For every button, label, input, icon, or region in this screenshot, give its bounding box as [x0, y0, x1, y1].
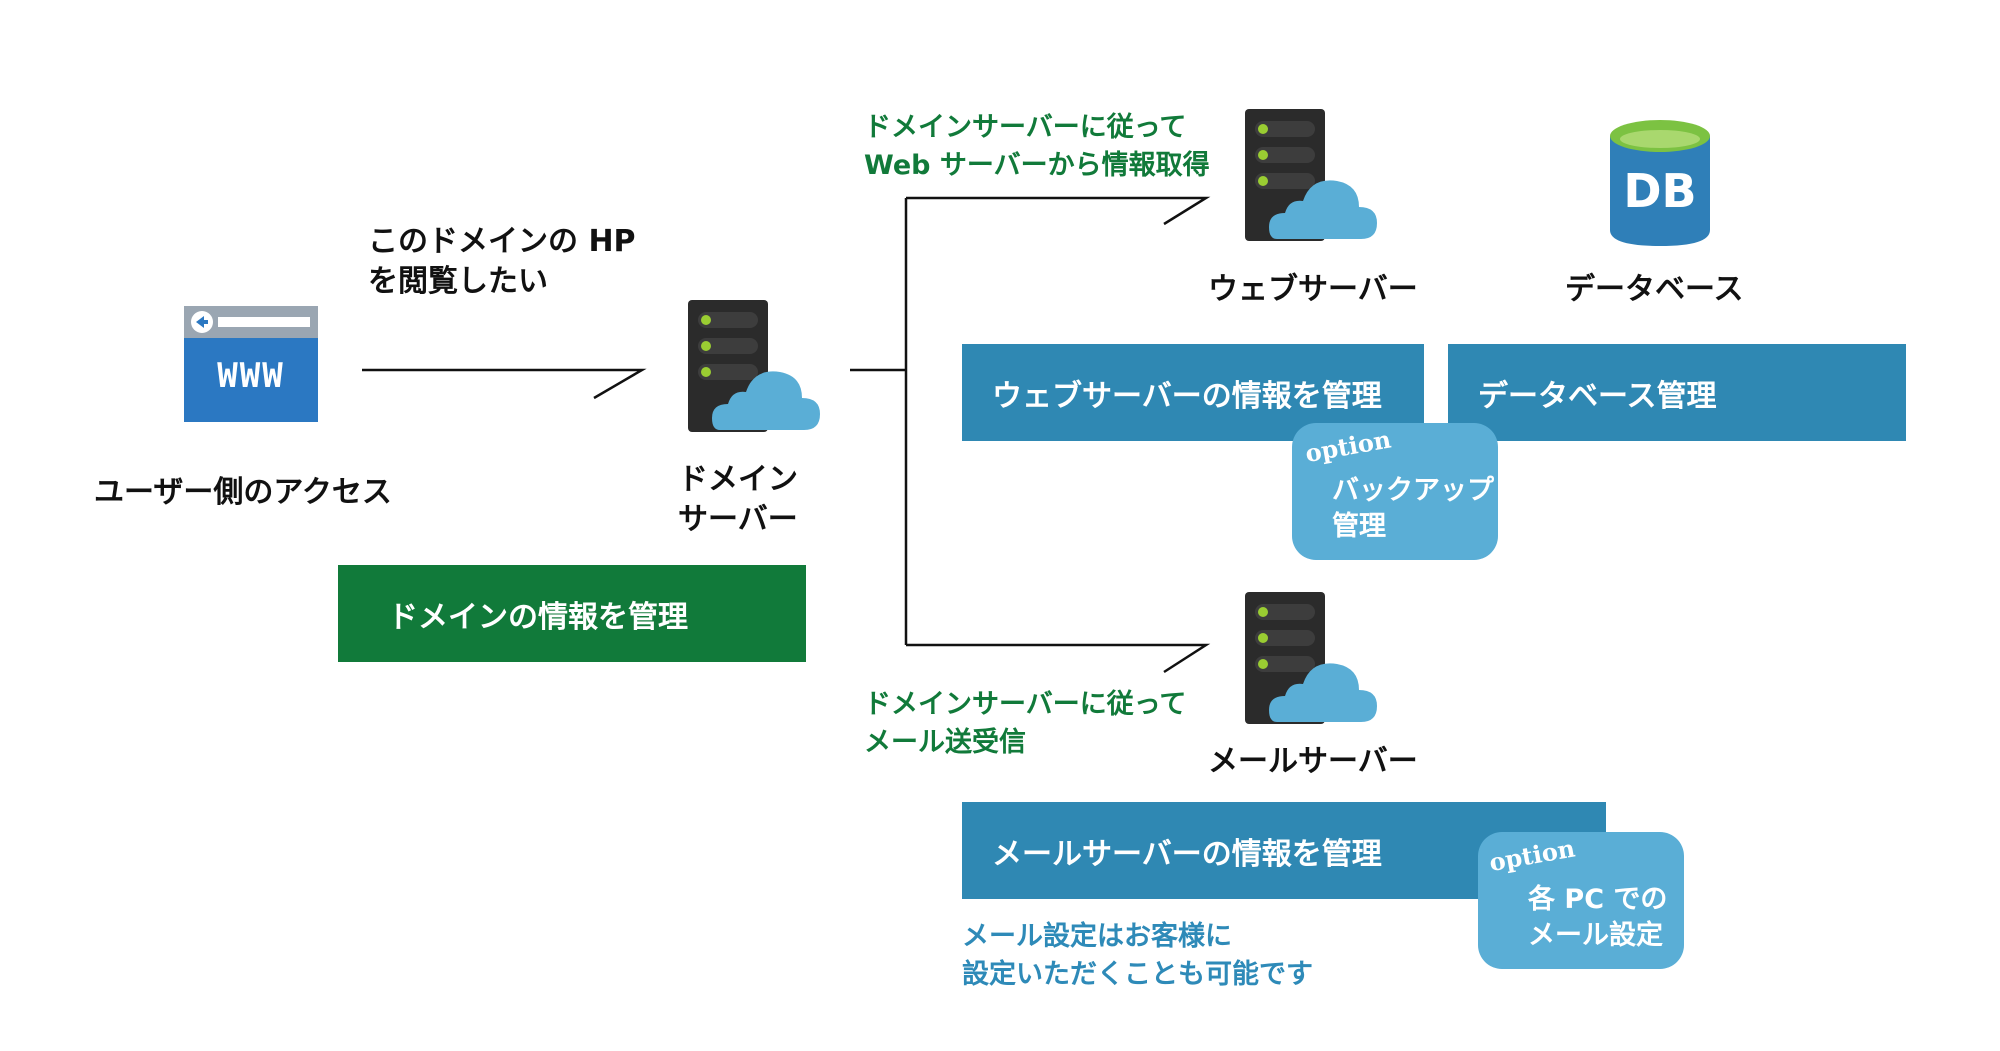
- web-note-line1: ドメインサーバーに従って: [864, 112, 1187, 143]
- domain-server-label-line1: ドメイン: [678, 462, 798, 497]
- web-note-line2: Web サーバーから情報取得: [864, 150, 1210, 181]
- browser-www-text: WWW: [217, 356, 285, 396]
- pc-mail-option-line1: 各 PC での: [1528, 884, 1668, 915]
- domain-server-label-line2: サーバー: [678, 502, 798, 537]
- backup-option-line2: 管理: [1332, 511, 1386, 542]
- user-speech-line2: を閲覧したい: [368, 264, 548, 299]
- pc-mail-option-card: option 各 PC での メール設定: [1478, 832, 1684, 969]
- database-info-box-label: データベース管理: [1478, 378, 1717, 414]
- web-info-box-label: ウェブサーバーの情報を管理: [992, 378, 1382, 414]
- web-server-icon: [1245, 109, 1385, 249]
- to-mail-server-arrow: [906, 643, 1211, 674]
- database-label: データベース: [1565, 272, 1744, 307]
- pc-mail-option-tag: option: [1486, 833, 1578, 877]
- mail-info-box-label: メールサーバーの情報を管理: [992, 836, 1382, 872]
- mail-server-icon: [1245, 592, 1385, 732]
- to-web-server-arrow: [906, 196, 1211, 226]
- database-icon-text: DB: [1623, 164, 1697, 218]
- mail-footnote-line1: メール設定はお客様に: [962, 921, 1232, 952]
- user-speech-line1: このドメインの HP: [368, 224, 636, 259]
- backup-option-tag: option: [1302, 424, 1394, 468]
- domain-server-icon: [688, 300, 828, 440]
- domain-info-box-label: ドメインの情報を管理: [388, 599, 688, 635]
- mail-server-label: メールサーバー: [1208, 744, 1418, 779]
- backup-option-line1: バックアップ: [1332, 475, 1494, 506]
- browser-window-icon: WWW: [184, 306, 318, 422]
- user-access-label: ユーザー側のアクセス: [94, 475, 392, 510]
- mail-footnote-line2: 設定いただくことも可能です: [962, 959, 1313, 990]
- database-icon: DB: [1610, 118, 1710, 248]
- mail-note-line1: ドメインサーバーに従って: [864, 689, 1187, 720]
- web-server-label: ウェブサーバー: [1208, 272, 1418, 307]
- backup-option-card: option バックアップ 管理: [1292, 423, 1498, 560]
- database-info-box: データベース管理: [1448, 344, 1906, 441]
- mail-note-line2: メール送受信: [864, 727, 1026, 758]
- domain-info-box: ドメインの情報を管理: [338, 565, 806, 662]
- pc-mail-option-line2: メール設定: [1528, 920, 1663, 951]
- user-to-domain-arrow: [362, 368, 647, 400]
